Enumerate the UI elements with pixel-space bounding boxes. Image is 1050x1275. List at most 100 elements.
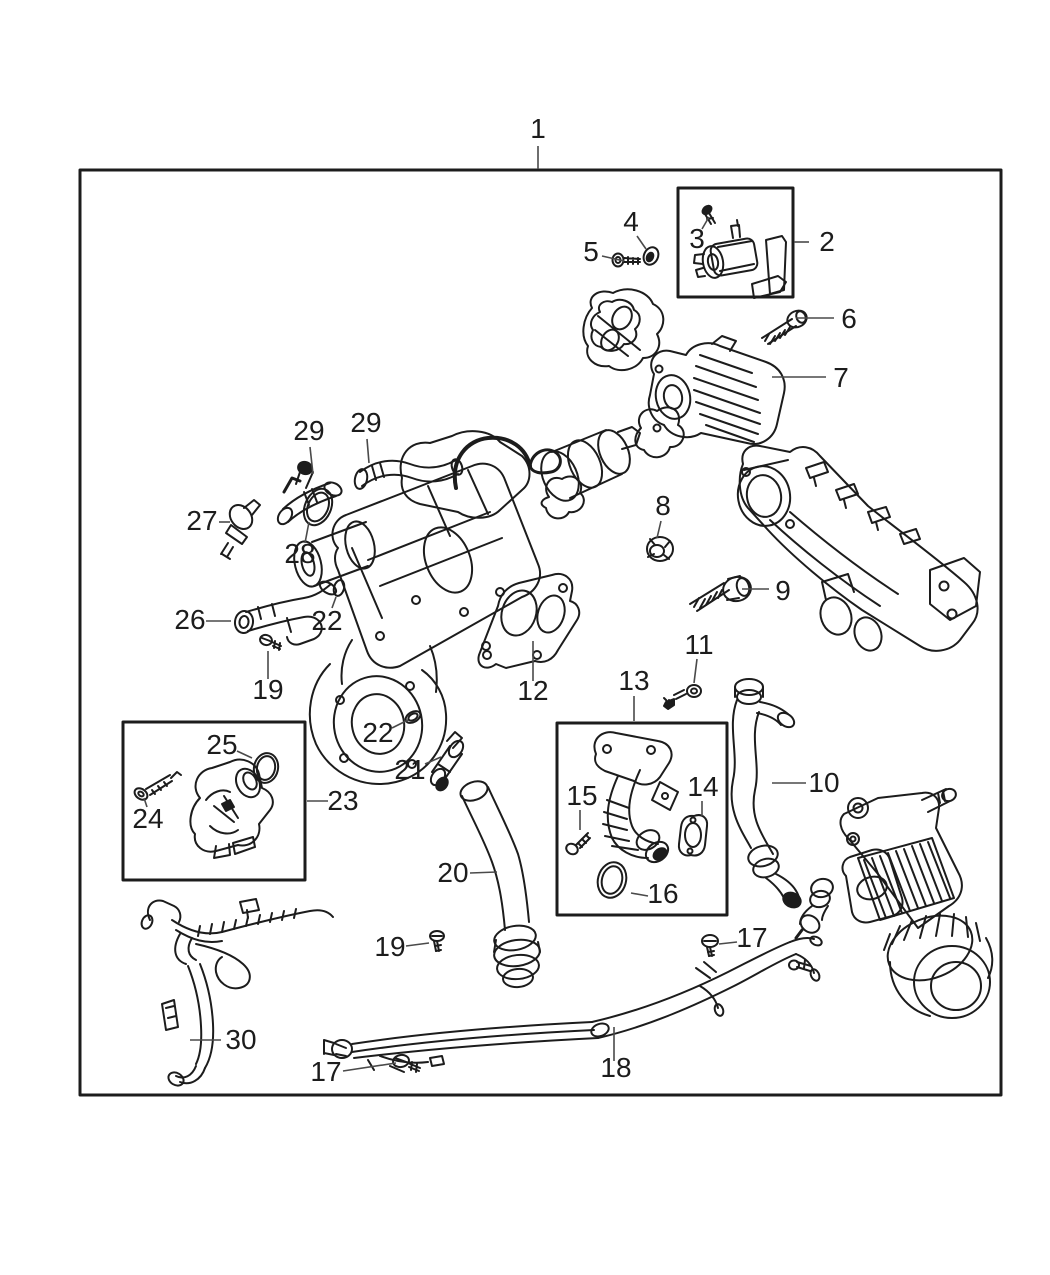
callout-18: 18 <box>600 1027 632 1083</box>
part-10-hose <box>730 678 802 909</box>
callout-4: 4 <box>623 206 647 250</box>
part-14-gasket <box>677 814 709 857</box>
part-30-harness <box>140 898 334 1087</box>
callout-label: 2 <box>819 226 835 257</box>
callout-label: 22 <box>362 717 393 748</box>
callout-24: 24 <box>132 797 164 834</box>
callout-label: 5 <box>583 236 599 267</box>
callout-label: 23 <box>327 785 358 816</box>
callout-label: 29 <box>350 407 381 438</box>
callout-11: 11 <box>684 629 714 684</box>
callout-leader <box>656 520 662 539</box>
callout-label: 15 <box>566 780 597 811</box>
callout-leader <box>718 941 738 945</box>
callout-label: 26 <box>174 604 205 635</box>
callout-25: 25 <box>206 729 253 760</box>
callout-16: 16 <box>630 878 679 909</box>
part-2-solenoid-valve <box>693 219 787 299</box>
callout-label: 25 <box>206 729 237 760</box>
callouts-layer: 1 2 3 4 5 6 7 8 9 10 11 12 13 14 15 16 1… <box>132 113 856 1087</box>
callout-label: 4 <box>623 206 639 237</box>
part-29-hose-right <box>353 458 464 490</box>
callout-7: 7 <box>772 362 849 393</box>
callout-9: 9 <box>742 575 791 606</box>
callout-leader <box>143 797 148 808</box>
callout-leader <box>693 658 698 684</box>
callout-leader <box>469 871 498 874</box>
callout-6: 6 <box>796 303 857 334</box>
part-3-screw <box>701 204 716 225</box>
callout-label: 17 <box>736 922 767 953</box>
callout-leader <box>366 438 370 464</box>
callout-20: 20 <box>437 857 498 888</box>
callout-leader <box>424 756 442 765</box>
callout-label: 9 <box>775 575 791 606</box>
callout-19-bottom: 19 <box>374 931 430 962</box>
callout-label: 22 <box>311 605 342 636</box>
callout-30: 30 <box>190 1024 257 1055</box>
part-6-bolt <box>761 309 808 345</box>
callout-label: 7 <box>833 362 849 393</box>
callout-label: 19 <box>374 931 405 962</box>
part-20-hose <box>459 780 541 989</box>
callout-3: 3 <box>689 216 710 254</box>
callout-leader <box>636 235 647 250</box>
callout-label: 16 <box>647 878 678 909</box>
callout-10: 10 <box>772 767 840 798</box>
callout-1: 1 <box>530 113 546 169</box>
part-25-oring <box>252 752 280 784</box>
callout-leader <box>309 446 314 475</box>
callout-12: 12 <box>517 641 549 706</box>
callout-leader <box>405 942 430 947</box>
callout-leader <box>304 521 310 544</box>
callout-leader <box>342 1062 397 1072</box>
heat-shield-bracket <box>582 288 665 372</box>
part-19-screw-bottom <box>429 930 445 952</box>
callout-27: 27 <box>186 505 230 536</box>
callout-21: 21 <box>394 754 442 785</box>
callout-29-left: 29 <box>293 415 325 475</box>
callout-label: 10 <box>808 767 839 798</box>
callout-leader <box>331 596 337 609</box>
part-29-hose-left <box>276 460 343 526</box>
part-8-nut <box>646 536 674 562</box>
part-21-connector <box>429 731 465 792</box>
callout-label: 21 <box>394 754 425 785</box>
callout-label: 13 <box>618 665 649 696</box>
callout-19-mid: 19 <box>252 651 284 705</box>
callout-2: 2 <box>794 226 835 257</box>
callout-label: 24 <box>132 803 163 834</box>
callout-label: 18 <box>600 1052 631 1083</box>
part-26-water-tube <box>233 580 338 646</box>
assembly-boundary-box <box>78 168 1003 1097</box>
callout-label: 20 <box>437 857 468 888</box>
callout-label: 17 <box>310 1056 341 1087</box>
diagram-art <box>78 168 1003 1097</box>
callout-17-left: 17 <box>310 1056 397 1087</box>
callout-22-lower: 22 <box>362 717 409 748</box>
callout-label: 29 <box>293 415 324 446</box>
callout-label: 8 <box>655 490 671 521</box>
callout-17-right: 17 <box>718 922 768 953</box>
callout-22-upper: 22 <box>311 596 343 636</box>
callout-leader <box>630 892 649 897</box>
callout-label: 1 <box>530 113 546 144</box>
part-27-sensor <box>220 499 261 560</box>
egr-motor-and-gaskets <box>540 406 685 520</box>
callout-label: 3 <box>689 223 705 254</box>
oil-cooler-assembly <box>788 787 994 1019</box>
callout-23: 23 <box>307 785 359 816</box>
part-4-grommet <box>642 246 660 266</box>
callout-leader <box>601 255 625 262</box>
egr-cooler-assembly <box>293 430 562 786</box>
part-11-screw <box>663 684 702 710</box>
callout-26: 26 <box>174 604 231 635</box>
callout-14: 14 <box>687 771 719 816</box>
callout-leader <box>236 750 253 759</box>
callout-28: 28 <box>284 521 316 569</box>
group-box-part-13 <box>555 721 729 917</box>
callout-13: 13 <box>618 665 650 721</box>
part-19-screw-mid <box>259 633 282 651</box>
